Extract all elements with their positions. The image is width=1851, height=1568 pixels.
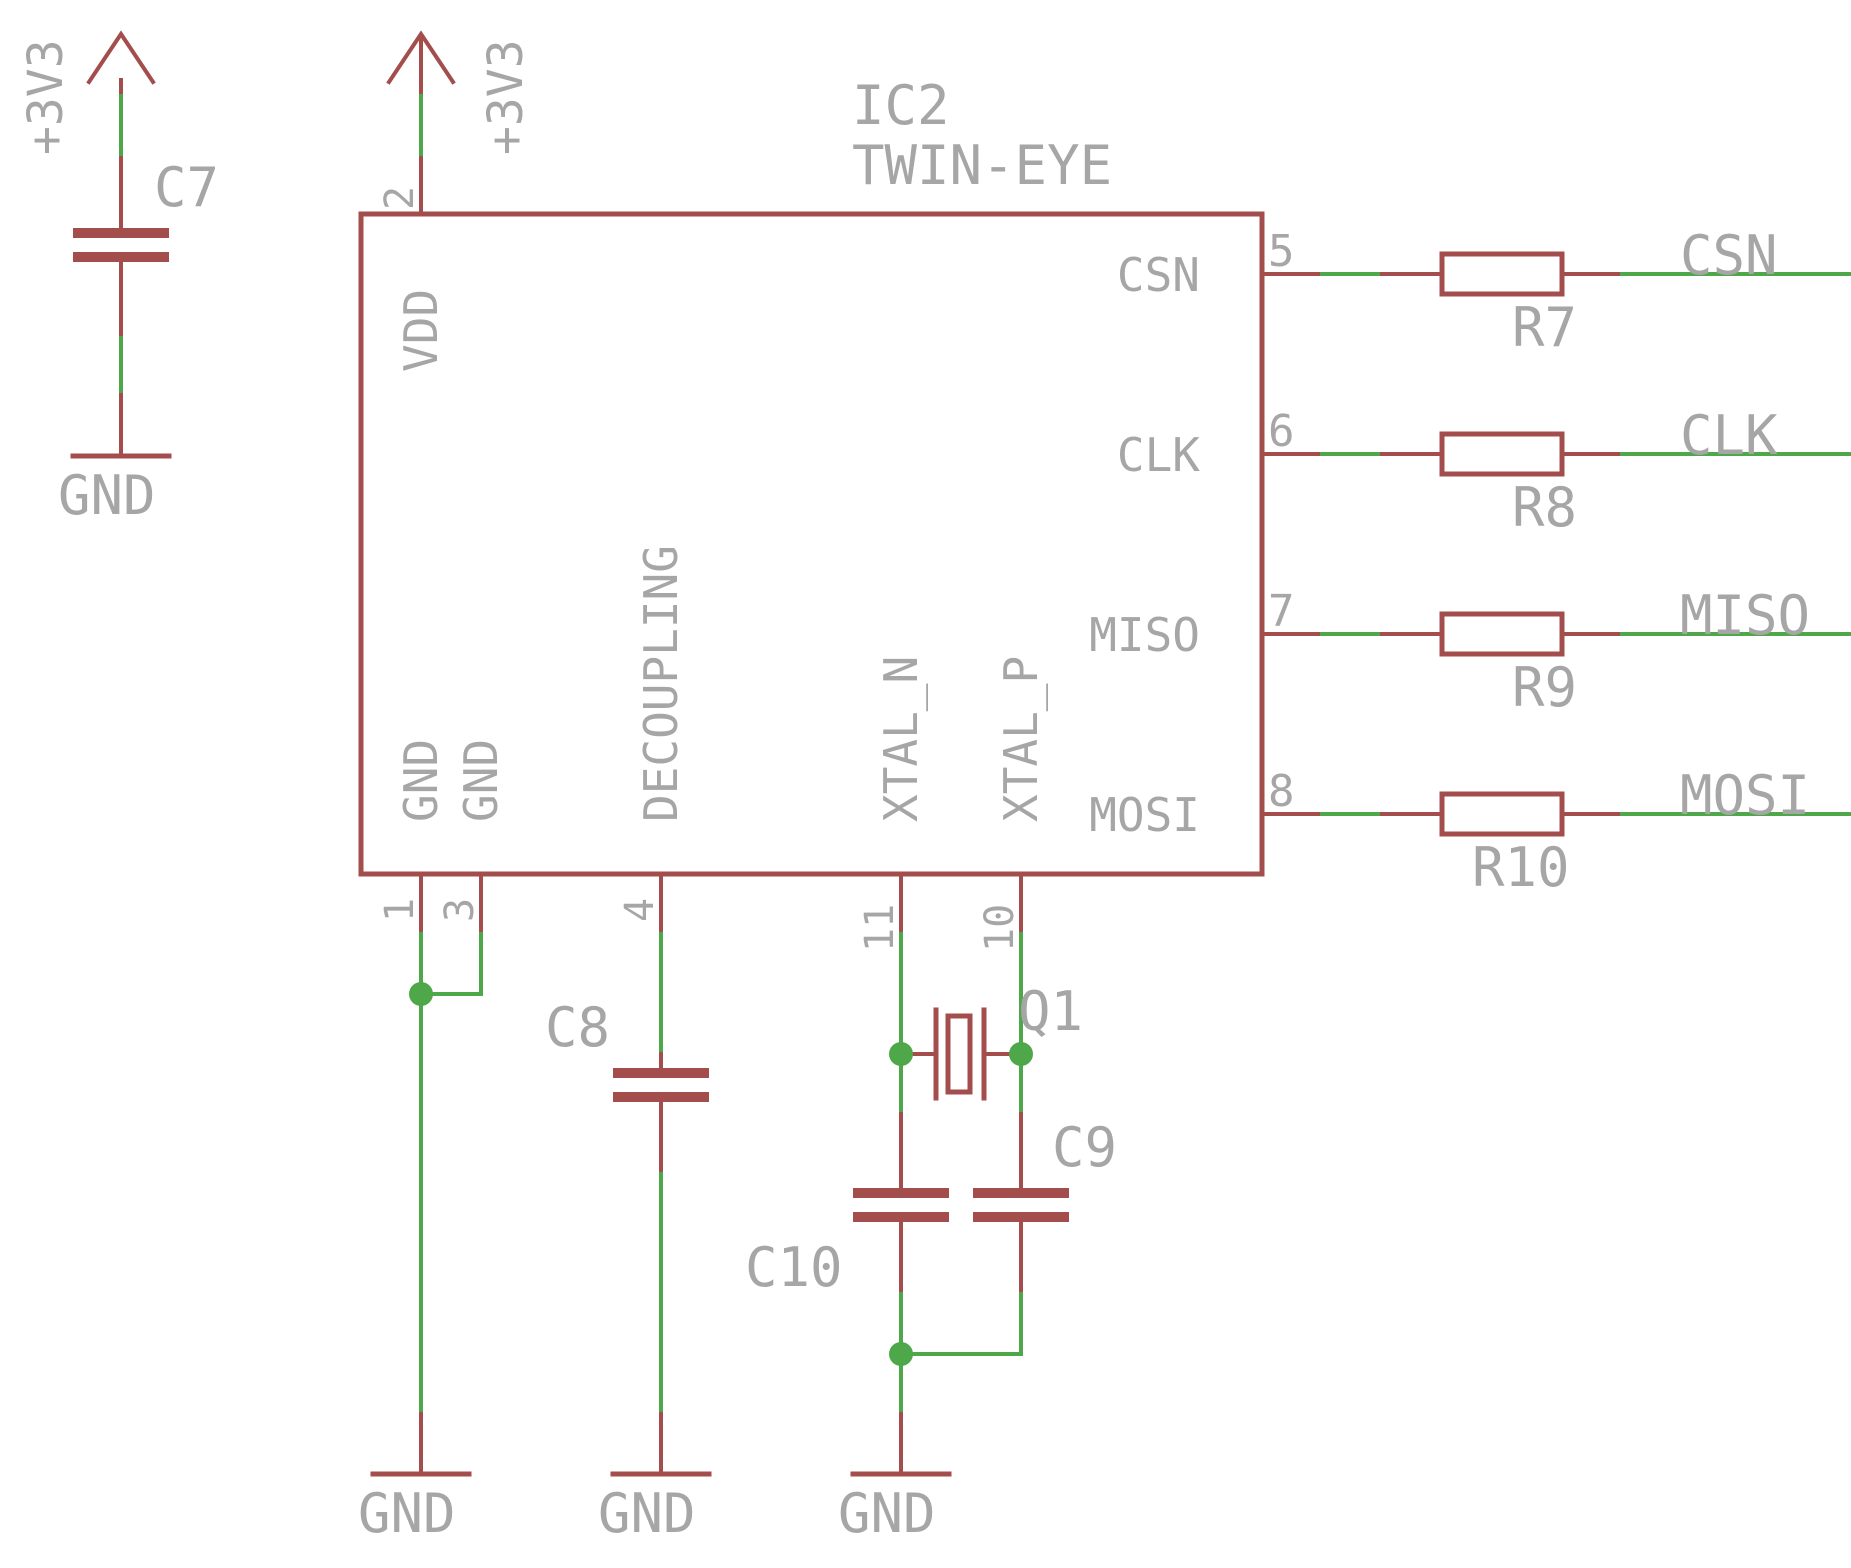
c10-label: C10 [745, 1236, 843, 1299]
r8-label: R8 [1512, 476, 1577, 539]
c9-capacitor: C9 [973, 1116, 1117, 1296]
r10-label: R10 [1472, 836, 1570, 899]
pin-name-miso: MISO [1089, 608, 1200, 662]
spi-line-mosi: 8 R10 MOSI [1260, 764, 1851, 899]
pin-name-clk: CLK [1117, 428, 1200, 482]
pin-number-csn: 5 [1268, 226, 1295, 277]
spi-line-clk: 6 R8 CLK [1260, 404, 1851, 539]
r9-label: R9 [1512, 656, 1577, 719]
ground-label: GND [838, 1482, 936, 1545]
crystal-net: 11 10 Q1 C10 C9 [745, 872, 1117, 1545]
spi-line-miso: 7 R9 MISO [1260, 584, 1851, 719]
pin-number-xtal-p: 10 [977, 904, 1023, 952]
ground-label: GND [598, 1482, 696, 1545]
pin-name-mosi: MOSI [1089, 788, 1200, 842]
pin-name-gnd3: GND [454, 739, 508, 822]
r7-label: R7 [1512, 296, 1577, 359]
ic-ref-label: IC2 [852, 74, 950, 137]
gnd-pins-net: 1 3 GND [358, 872, 483, 1545]
c10-capacitor: C10 [745, 1188, 949, 1299]
c9-label: C9 [1052, 1116, 1117, 1179]
ground-label: GND [358, 1482, 456, 1545]
c7-capacitor: C7 [73, 78, 219, 458]
pin-number-vdd: 2 [377, 186, 423, 210]
junction-dot [889, 1042, 913, 1066]
c8-label: C8 [545, 996, 610, 1059]
pin-name-csn: CSN [1117, 248, 1200, 302]
junction-dot [1009, 1042, 1033, 1066]
pin-number-gnd1: 1 [377, 898, 423, 922]
pin-name-xtal-p: XTAL_P [994, 656, 1048, 822]
ic2-chip: IC2 TWIN-EYE VDD GND GND DECOUPLING XTAL… [358, 74, 1265, 877]
pin-name-xtal-n: XTAL_N [874, 656, 928, 822]
pin-number-gnd3: 3 [437, 898, 483, 922]
net-label-miso: MISO [1680, 584, 1810, 647]
supply-label: +3V3 [478, 39, 534, 155]
pin-number-clk: 6 [1268, 406, 1295, 457]
power-symbol-3v3-vdd: +3V3 2 [377, 30, 534, 216]
pin-name-vdd: VDD [394, 289, 448, 372]
pin-name-gnd1: GND [394, 739, 448, 822]
decoupling-net-c8: 4 C8 GND [545, 872, 712, 1545]
pin-number-xtal-n: 11 [857, 904, 903, 952]
q1-label: Q1 [1018, 980, 1083, 1043]
pin-number-decoupling: 4 [617, 898, 663, 922]
ground-label: GND [58, 464, 156, 527]
net-label-mosi: MOSI [1680, 764, 1810, 827]
pin-number-miso: 7 [1268, 586, 1295, 637]
c7-label: C7 [154, 156, 219, 219]
q1-crystal: Q1 [899, 980, 1083, 1101]
ground-symbol: GND [58, 453, 172, 527]
ic-value-label: TWIN-EYE [852, 134, 1112, 197]
pin-name-decoupling: DECOUPLING [634, 545, 688, 822]
junction-dot [409, 982, 433, 1006]
supply-label: +3V3 [18, 39, 74, 155]
pin-number-mosi: 8 [1268, 766, 1295, 817]
net-label-csn: CSN [1680, 224, 1778, 287]
power-symbol-3v3: +3V3 [18, 30, 156, 155]
spi-line-csn: 5 R7 CSN [1260, 224, 1851, 359]
net-label-clk: CLK [1680, 404, 1778, 467]
junction-dot [889, 1342, 913, 1366]
